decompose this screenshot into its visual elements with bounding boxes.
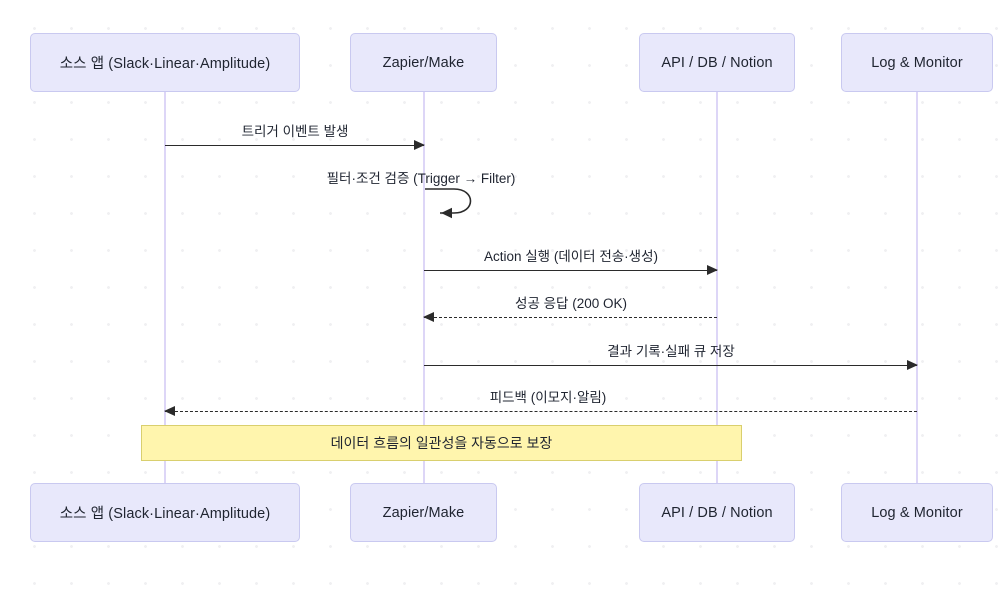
message-line xyxy=(424,365,917,366)
message-line xyxy=(424,270,717,271)
message-label: Action 실행 (데이터 전송·생성) xyxy=(483,249,659,264)
participant-log-bottom[interactable]: Log & Monitor xyxy=(841,483,993,542)
arrowhead-right-icon xyxy=(907,360,918,370)
lifeline-log xyxy=(916,92,918,484)
note-text: 데이터 흐름의 일관성을 자동으로 보장 xyxy=(330,435,553,451)
note-box: 데이터 흐름의 일관성을 자동으로 보장 xyxy=(141,425,742,461)
message-label: 성공 응답 (200 OK) xyxy=(515,296,627,311)
participant-label: API / DB / Notion xyxy=(661,504,773,521)
message-label: 피드백 (이모지·알림) xyxy=(489,390,607,405)
participant-api-bottom[interactable]: API / DB / Notion xyxy=(639,483,795,542)
participant-label: API / DB / Notion xyxy=(661,54,773,71)
message-line xyxy=(424,317,717,318)
participant-label: 소스 앱 (Slack·Linear·Amplitude) xyxy=(59,56,271,72)
participant-label: Zapier/Make xyxy=(382,504,465,521)
arrowhead-left-icon xyxy=(164,406,175,416)
message-label: 필터·조건 검증 (Trigger → Filter) xyxy=(326,171,516,186)
self-loop-arrow-icon xyxy=(425,188,472,219)
lifeline-api xyxy=(716,92,718,484)
participant-source-bottom[interactable]: 소스 앱 (Slack·Linear·Amplitude) xyxy=(30,483,300,542)
participant-source-top[interactable]: 소스 앱 (Slack·Linear·Amplitude) xyxy=(30,33,300,92)
participant-label: Log & Monitor xyxy=(871,504,963,521)
participant-api-top[interactable]: API / DB / Notion xyxy=(639,33,795,92)
participant-label: 소스 앱 (Slack·Linear·Amplitude) xyxy=(59,506,271,522)
message-filter-validation[interactable]: 필터·조건 검증 (Trigger → Filter) xyxy=(327,171,544,220)
participant-zapier-top[interactable]: Zapier/Make xyxy=(350,33,497,92)
lifeline-source xyxy=(164,92,166,484)
participant-log-top[interactable]: Log & Monitor xyxy=(841,33,993,92)
message-label: 결과 기록·실패 큐 저장 xyxy=(607,344,735,359)
participant-label: Zapier/Make xyxy=(382,54,465,71)
arrowhead-right-icon xyxy=(414,140,425,150)
message-label: 트리거 이벤트 발생 xyxy=(241,124,349,139)
message-line xyxy=(165,145,424,146)
lifeline-zapier xyxy=(423,92,425,484)
participant-zapier-bottom[interactable]: Zapier/Make xyxy=(350,483,497,542)
message-line xyxy=(165,411,917,412)
arrowhead-left-icon xyxy=(423,312,434,322)
participant-label: Log & Monitor xyxy=(871,54,963,71)
arrowhead-right-icon xyxy=(707,265,718,275)
